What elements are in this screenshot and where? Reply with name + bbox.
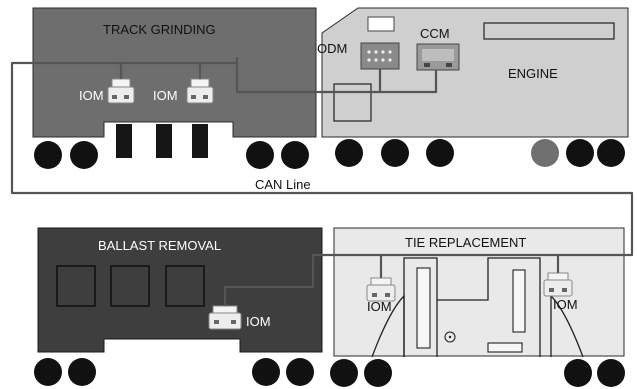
iom-module-tg-2 xyxy=(186,78,214,104)
can-line xyxy=(10,57,634,306)
wheel xyxy=(597,139,625,167)
ballast-hopper-2 xyxy=(110,265,150,307)
wheel xyxy=(381,139,409,167)
engine-box xyxy=(333,83,372,122)
wheel xyxy=(564,359,592,387)
track-grinding-body xyxy=(32,7,317,138)
wheel xyxy=(34,141,62,169)
ballast-hopper-1 xyxy=(56,265,96,307)
wheel xyxy=(426,139,454,167)
iom-module-br xyxy=(208,305,242,330)
wheel xyxy=(252,358,280,386)
engine-body xyxy=(321,7,629,138)
wheel xyxy=(531,139,559,167)
odm-label: ODM xyxy=(317,41,347,56)
iom-label-br: IOM xyxy=(246,314,271,329)
ballast-hopper-3 xyxy=(165,265,205,307)
tie-gauge-icon xyxy=(444,331,456,343)
tie-gauge-dot xyxy=(448,335,452,339)
wheel xyxy=(68,358,96,386)
wheel xyxy=(286,358,314,386)
tie-replacement-title: TIE REPLACEMENT xyxy=(405,235,526,250)
tie-plate xyxy=(487,342,523,353)
ballast-body xyxy=(37,227,323,353)
wheel xyxy=(281,141,309,169)
wheel xyxy=(335,139,363,167)
odm-module xyxy=(360,42,400,70)
tie-column-left xyxy=(416,267,431,349)
iom-label-tr-1: IOM xyxy=(367,299,392,314)
wheel xyxy=(330,359,358,387)
can-line-engine xyxy=(235,63,438,94)
iom-label-tr-2: IOM xyxy=(553,297,578,312)
iom-label-tg-2: IOM xyxy=(153,88,178,103)
wheel xyxy=(364,359,392,387)
tie-replacement-car: TIE REPLACEMENT IOM IOM xyxy=(330,227,625,387)
wheel xyxy=(70,141,98,169)
tie-column-right xyxy=(512,269,526,333)
wheel xyxy=(597,359,625,387)
wheel xyxy=(566,139,594,167)
track-grinding-title: TRACK GRINDING xyxy=(103,22,216,37)
engine-panel xyxy=(483,22,615,40)
ballast-removal-car: BALLAST REMOVAL IOM xyxy=(34,227,323,386)
track-grinding-car: TRACK GRINDING IOM IOM xyxy=(32,7,317,169)
iom-module-tr-1 xyxy=(366,277,396,302)
iom-module-tr-2 xyxy=(543,272,573,297)
ccm-label: CCM xyxy=(420,26,450,41)
engine-window xyxy=(367,16,395,32)
tie-center-frame xyxy=(403,257,541,357)
engine-car: ENGINE ODM CCM xyxy=(317,7,629,167)
iom-label-tg-1: IOM xyxy=(79,88,104,103)
ccm-module xyxy=(416,43,460,71)
grinding-block-3 xyxy=(192,124,208,158)
ballast-removal-title: BALLAST REMOVAL xyxy=(98,238,221,253)
can-line-label: CAN Line xyxy=(255,177,311,192)
iom-module-tg-1 xyxy=(107,78,135,104)
grinding-block-2 xyxy=(156,124,172,158)
wheel xyxy=(34,358,62,386)
engine-title: ENGINE xyxy=(508,66,558,81)
can-line-ballast xyxy=(223,253,381,306)
grinding-block-1 xyxy=(116,124,132,158)
wheel xyxy=(246,141,274,169)
